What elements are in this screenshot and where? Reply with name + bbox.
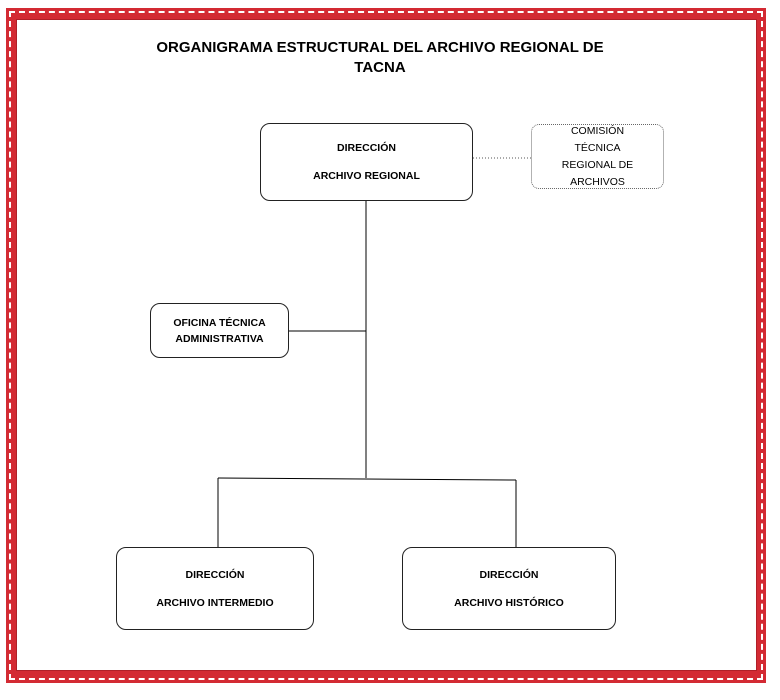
node-direccion-archivo-historico-line2: ARCHIVO HISTÓRICO [454,596,564,609]
frame-stitching [9,11,763,680]
node-direccion-archivo-regional: DIRECCIÓN ARCHIVO REGIONAL [260,123,473,201]
page-title: ORGANIGRAMA ESTRUCTURAL DEL ARCHIVO REGI… [156,39,604,76]
connector-horizontal-bar [217,477,517,481]
node-direccion-archivo-historico-line1: DIRECCIÓN [479,568,539,581]
node-direccion-archivo-intermedio-line1: DIRECCIÓN [185,568,245,581]
node-oficina-tecnica-administrativa: OFICINA TÉCNICA ADMINISTRATIVA [150,303,289,358]
node-direccion-archivo-intermedio-line2: ARCHIVO INTERMEDIO [156,596,274,609]
node-direccion-archivo-intermedio: DIRECCIÓN ARCHIVO INTERMEDIO [116,547,314,630]
node-comision-tecnica-label: COMISIÓN TÉCNICA REGIONAL DE ARCHIVOS [561,124,634,188]
node-direccion-archivo-regional-line2: ARCHIVO REGIONAL [313,170,420,182]
node-direccion-archivo-regional-line1: DIRECCIÓN [337,142,396,154]
node-direccion-archivo-historico: DIRECCIÓN ARCHIVO HISTÓRICO [402,547,616,630]
node-comision-tecnica: COMISIÓN TÉCNICA REGIONAL DE ARCHIVOS [531,124,664,189]
node-oficina-tecnica-label: OFICINA TÉCNICA ADMINISTRATIVA [173,316,266,345]
